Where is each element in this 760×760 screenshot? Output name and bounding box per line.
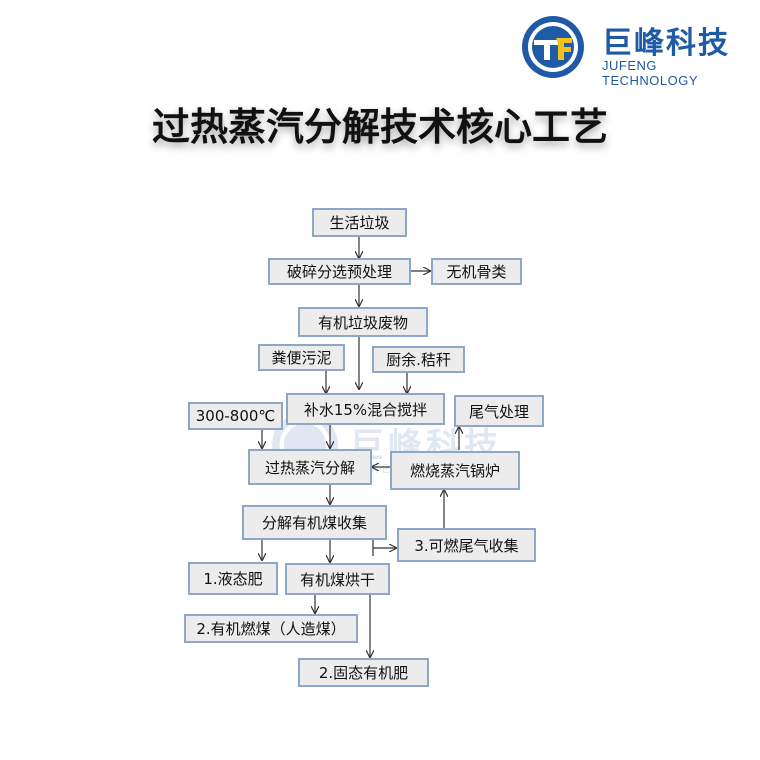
node-coal-drying: 有机煤烘干 <box>285 563 390 595</box>
node-coal-collection: 分解有机煤收集 <box>242 505 387 540</box>
page-title: 过热蒸汽分解技术核心工艺 <box>151 105 608 149</box>
node-solid-fertilizer: 2.固态有机肥 <box>298 658 429 687</box>
node-steam-boiler: 燃烧蒸汽锅炉 <box>390 451 520 490</box>
node-organic-waste: 有机垃圾废物 <box>298 307 428 337</box>
node-water-mixing: 补水15%混合搅拌 <box>286 393 445 425</box>
node-temperature: 300-800℃ <box>188 402 283 430</box>
node-domestic-waste: 生活垃圾 <box>312 208 407 237</box>
node-kitchen-straw: 厨余.秸秆 <box>372 346 465 373</box>
brand-name-cn: 巨峰科技 <box>602 26 730 61</box>
node-crushing-sorting: 破碎分选预处理 <box>268 258 411 285</box>
node-liquid-fertilizer: 1.液态肥 <box>188 562 278 595</box>
company-logo: 巨峰科技 JUFENG TECHNOLOGY <box>520 14 750 88</box>
jufeng-logo-icon <box>522 16 584 78</box>
node-exhaust-treatment: 尾气处理 <box>454 395 544 427</box>
node-inorganic-bones: 无机骨类 <box>431 258 522 285</box>
node-steam-decomposition: 过热蒸汽分解 <box>248 449 372 485</box>
node-manure-sludge: 粪便污泥 <box>258 344 345 371</box>
node-combustible-gas: 3.可燃尾气收集 <box>397 528 536 562</box>
node-artificial-coal: 2.有机燃煤（人造煤） <box>184 614 358 643</box>
brand-name-en: JUFENG TECHNOLOGY <box>602 58 699 88</box>
